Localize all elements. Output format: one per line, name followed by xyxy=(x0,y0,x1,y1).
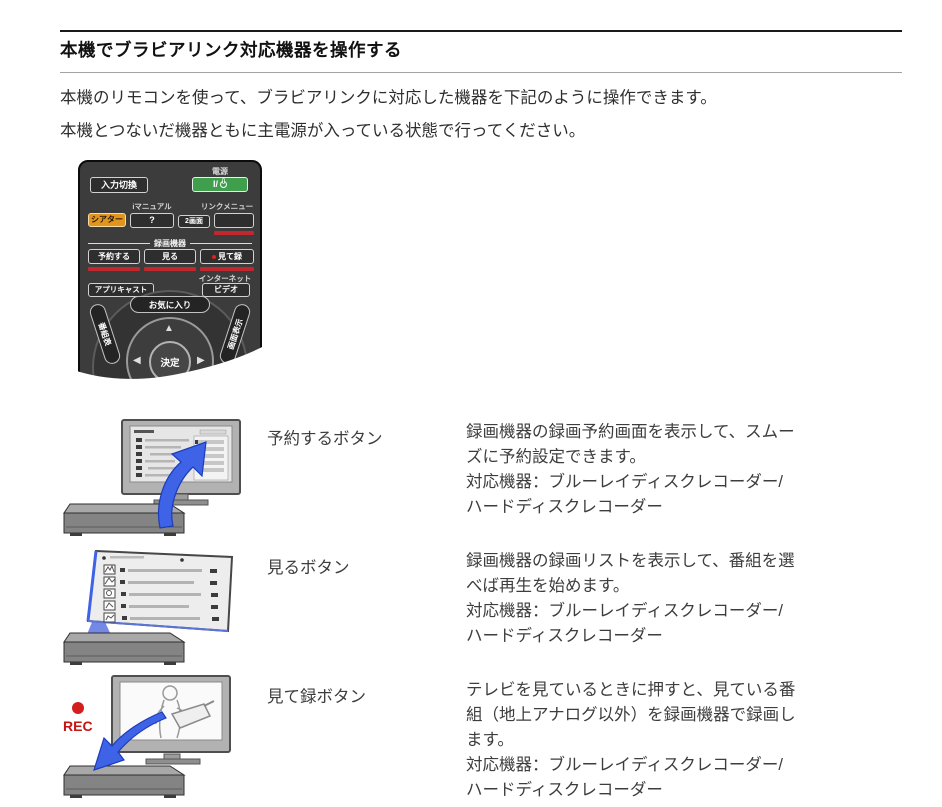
page-title: 本機でブラビアリンク対応機器を操作する xyxy=(60,40,402,60)
i-manual-label: iマニュアル xyxy=(132,202,172,211)
remote-control-illustration: 電源 I/ 入力切換 iマニュアル リンクメニュー シアター ? 2画面 録画機… xyxy=(74,160,268,392)
theater-button: シアター xyxy=(88,213,126,227)
reserve-button-name: 予約するボタン xyxy=(267,430,383,448)
watch-and-record-label: 見て録 xyxy=(218,251,242,261)
watch-record-illustration: REC xyxy=(60,674,267,807)
watch-and-record-underline xyxy=(200,267,254,271)
blue-arrow-down-icon xyxy=(93,711,167,771)
watch-and-record-button: 見て録 xyxy=(200,249,254,264)
two-screen-button: 2画面 xyxy=(178,215,210,228)
recording-device-label: 録画機器 xyxy=(154,239,186,248)
rec-dot-icon xyxy=(212,254,216,259)
up-arrow-icon: ▲ xyxy=(164,323,174,334)
watch-record-description: テレビを見ているときに押すと、見ている番 組（地上アナログ以外）を録画機器で録画… xyxy=(466,681,796,799)
ok-button: 決定 xyxy=(149,341,191,382)
reserve-button: 予約する xyxy=(88,249,140,264)
section-heading: 本機でブラビアリンク対応機器を操作する xyxy=(60,30,902,73)
watch-underline xyxy=(144,267,196,271)
left-arrow-icon: ◀ xyxy=(133,355,141,366)
reserve-description: 録画機器の録画予約画面を表示して、スムー ズに予約設定できます。 対応機器：ブル… xyxy=(466,423,795,516)
power-icon xyxy=(220,179,227,188)
video-button: ビデオ xyxy=(202,283,250,297)
power-button-label: I/ xyxy=(212,179,218,189)
divider-line xyxy=(190,243,252,244)
watch-description: 録画機器の録画リストを表示して、番組を選 べば再生を始めます。 対応機器：ブルー… xyxy=(466,552,795,645)
input-select-button: 入力切換 xyxy=(90,177,148,193)
intro-paragraph: 本機のリモコンを使って、ブラビアリンクに対応した機器を下記のように操作できます。… xyxy=(60,89,717,140)
internet-label: インターネット xyxy=(198,274,252,283)
recorder-list-image xyxy=(63,549,234,665)
recorder xyxy=(63,765,186,776)
operation-row-watch: 見るボタン 録画機器の録画リストを表示して、番組を選 べば再生を始めます。 対応… xyxy=(60,545,920,674)
applicast-button: アプリキャスト xyxy=(88,283,154,297)
watch-illustration xyxy=(60,545,267,674)
favorites-button: お気に入り xyxy=(130,296,210,313)
tv-stand xyxy=(163,753,181,760)
blue-arrow-up-icon xyxy=(157,441,207,529)
rec-text: REC xyxy=(63,718,93,734)
tv-recorder-reserve-image xyxy=(63,419,241,536)
operation-list: 予約するボタン 録画機器の録画予約画面を表示して、スムー ズに予約設定できます。… xyxy=(60,416,920,807)
link-menu-label: リンクメニュー xyxy=(200,202,254,211)
recording-device-header: 録画機器 xyxy=(88,238,252,249)
operation-row-reserve: 予約するボタン 録画機器の録画予約画面を表示して、スムー ズに予約設定できます。… xyxy=(60,416,920,545)
reserve-underline xyxy=(88,267,140,271)
power-label: 電源 xyxy=(212,167,228,176)
tv-rec-image: REC xyxy=(63,675,231,798)
watch-button: 見る xyxy=(144,249,196,264)
watch-record-button-name: 見て録ボタン xyxy=(267,688,366,706)
recorder xyxy=(63,632,186,643)
link-menu-underline xyxy=(214,231,254,235)
operation-row-watch-record: REC xyxy=(60,674,920,807)
reserve-illustration xyxy=(60,416,267,545)
power-button: I/ xyxy=(192,177,248,192)
guitar xyxy=(170,703,212,729)
link-menu-button xyxy=(214,213,254,228)
remote-body: 電源 I/ 入力切換 iマニュアル リンクメニュー シアター ? 2画面 録画機… xyxy=(78,160,262,384)
divider-line xyxy=(88,243,150,244)
right-arrow-icon: ▶ xyxy=(197,355,205,366)
question-button: ? xyxy=(130,213,174,228)
watch-button-name: 見るボタン xyxy=(267,559,350,577)
rec-dot-icon xyxy=(72,702,84,714)
